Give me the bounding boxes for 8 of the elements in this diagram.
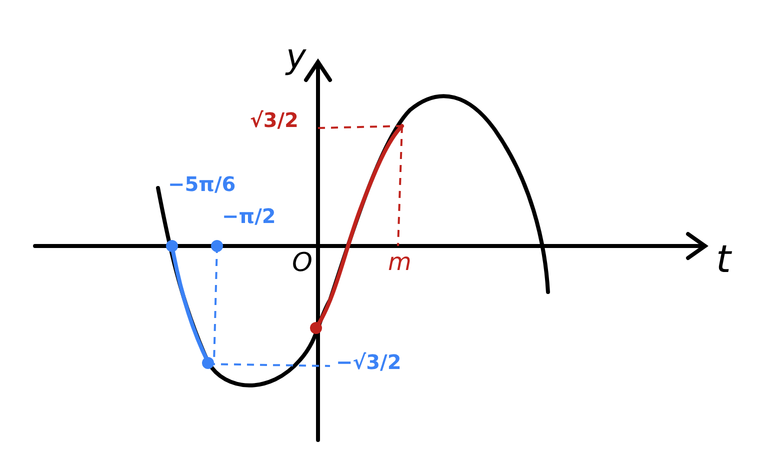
axis-label: m <box>388 250 412 274</box>
axis-label: t <box>716 240 731 278</box>
axis-label: √3/2 <box>250 110 298 130</box>
axis-label: −√3/2 <box>336 352 402 372</box>
axis-label: y <box>286 40 306 74</box>
axis-label: −π/2 <box>222 206 276 226</box>
axis-label: −5π/6 <box>168 174 236 194</box>
axis-label: O <box>292 250 312 276</box>
